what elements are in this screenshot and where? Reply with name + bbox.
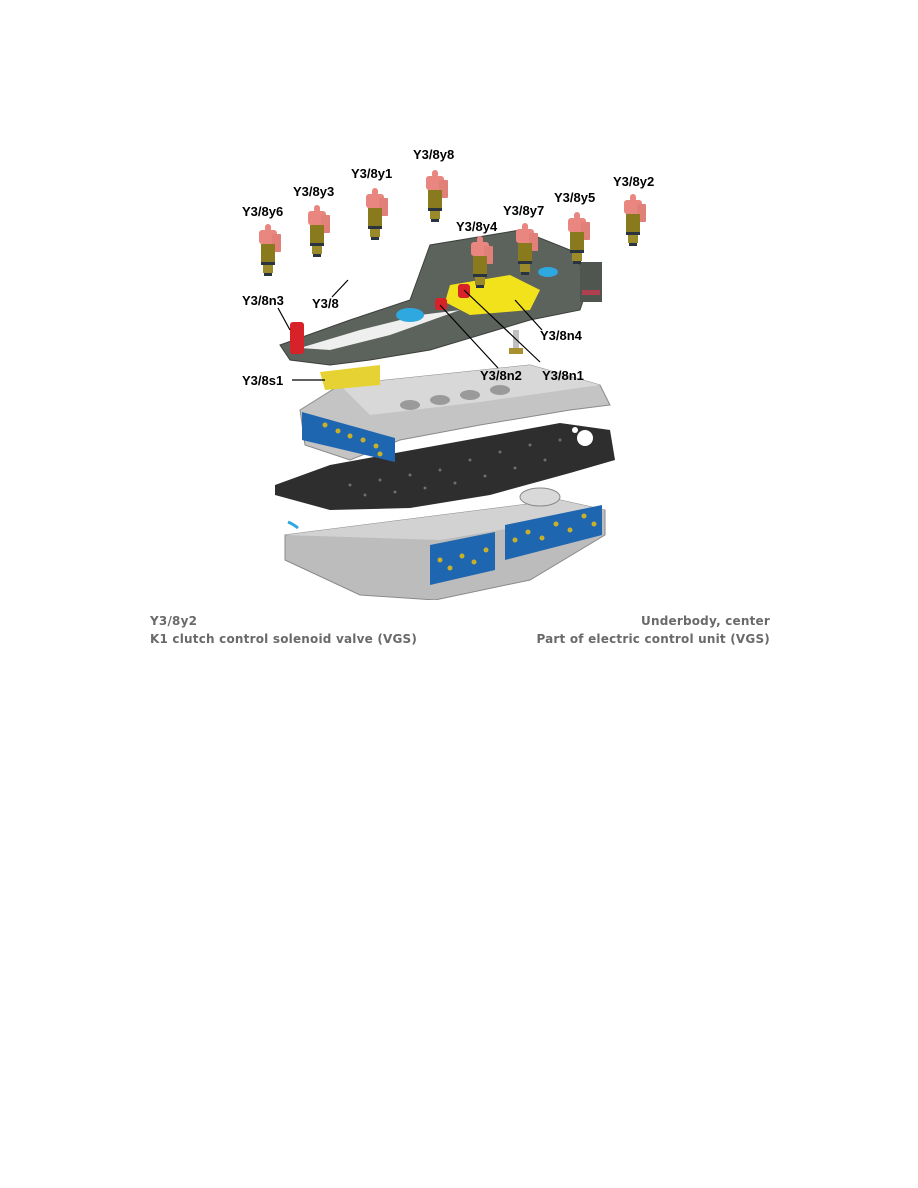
label-y3-8y3: Y3/8y3 bbox=[293, 184, 334, 199]
component-name: K1 clutch control solenoid valve (VGS) bbox=[150, 632, 418, 646]
upper-valve-body bbox=[299, 364, 611, 462]
label-y3-8n2: Y3/8n2 bbox=[480, 368, 522, 383]
component-note: Part of electric control unit (VGS) bbox=[536, 632, 770, 646]
label-y3-8n3: Y3/8n3 bbox=[242, 293, 284, 308]
lower-valve-body bbox=[284, 487, 606, 600]
label-y3-8y1: Y3/8y1 bbox=[351, 166, 392, 181]
label-y3-8n1: Y3/8n1 bbox=[542, 368, 584, 383]
solenoid-y3 bbox=[308, 205, 330, 257]
label-y3-8y4: Y3/8y4 bbox=[456, 219, 498, 234]
separator-plate bbox=[275, 423, 615, 510]
label-y3-8y8: Y3/8y8 bbox=[413, 147, 454, 162]
component-caption: Y3/8y2 Underbody, center K1 clutch contr… bbox=[150, 612, 770, 648]
valve-body-exploded-diagram: Y3/8y6 Y3/8y3 Y3/8y1 Y3/8y8 Y3/8y4 Y3/8y… bbox=[230, 140, 680, 600]
solenoid-y8 bbox=[426, 170, 448, 222]
label-y3-8: Y3/8 bbox=[312, 296, 339, 311]
label-y3-8y5: Y3/8y5 bbox=[554, 190, 595, 205]
solenoid-y2 bbox=[624, 194, 646, 246]
label-y3-8n4: Y3/8n4 bbox=[540, 328, 583, 343]
leader-lines bbox=[277, 279, 543, 381]
solenoid-y6 bbox=[259, 224, 281, 276]
component-code: Y3/8y2 bbox=[150, 614, 198, 628]
solenoid-y1 bbox=[366, 188, 388, 240]
label-y3-8y7: Y3/8y7 bbox=[503, 203, 544, 218]
label-y3-8s1: Y3/8s1 bbox=[242, 373, 283, 388]
component-location: Underbody, center bbox=[641, 614, 770, 628]
solenoid-carrier-frame bbox=[279, 229, 602, 366]
label-y3-8y6: Y3/8y6 bbox=[242, 204, 283, 219]
label-y3-8y2: Y3/8y2 bbox=[613, 174, 654, 189]
